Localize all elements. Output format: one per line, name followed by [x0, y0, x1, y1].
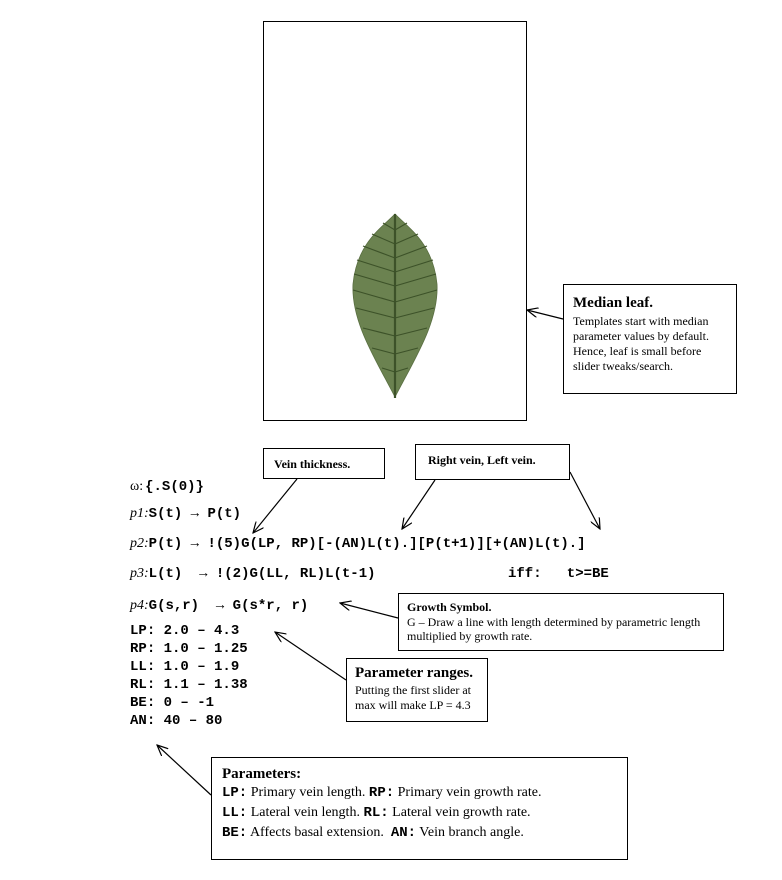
axiom-rule: ω:{.S(0)}	[130, 479, 204, 495]
lateral-vein	[353, 273, 396, 287]
legend-key-rp: RP:	[368, 785, 395, 801]
legend-key-rl: RL:	[363, 805, 389, 821]
legend-row: LL: Lateral vein length. RL: Lateral vei…	[222, 803, 619, 823]
lateral-vein	[394, 222, 408, 231]
production-p4: p4:G(s,r) → G(s*r, r)	[130, 598, 308, 614]
p3-condition: iff: t>=BE	[508, 566, 609, 582]
p2-label: p2:	[130, 536, 149, 551]
range-ll: LL: 1.0 – 1.9	[130, 659, 240, 675]
range-an-value: 40 – 80	[163, 713, 223, 729]
leaf-canvas	[263, 21, 527, 421]
range-rl: RL: 1.1 – 1.38	[130, 677, 248, 693]
p4-label: p4:	[130, 598, 149, 613]
arrow-right-vein	[402, 479, 436, 529]
lateral-vein	[394, 245, 428, 259]
arrow-median-leaf	[527, 310, 564, 320]
parameter-ranges-title: Parameter ranges.	[355, 665, 474, 681]
range-rl-value: 1.1 – 1.38	[163, 677, 248, 693]
production-p3: p3:L(t) → !(2)G(LL, RL)L(t-1)	[130, 566, 376, 582]
arrow-left-vein	[569, 471, 600, 529]
p3-label: p3:	[130, 566, 149, 581]
range-be-name: BE	[130, 695, 147, 711]
lateral-vein	[356, 259, 396, 273]
leaf-illustration	[352, 213, 438, 398]
legend-desc-rp: Primary vein growth rate.	[394, 785, 542, 800]
parameters-legend: Parameters: LP: Primary vein length. RP:…	[211, 757, 628, 860]
range-rp: RP: 1.0 – 1.25	[130, 641, 248, 657]
lateral-vein	[394, 367, 409, 373]
p2-code: P(t) → !(5)G(LP, RP)[-(AN)L(t).][P(t+1)]…	[148, 536, 586, 552]
lateral-vein	[394, 259, 434, 273]
range-be: BE: 0 – -1	[130, 695, 215, 711]
legend-title: Parameters:	[222, 766, 302, 782]
range-an-name: AN	[130, 713, 147, 729]
legend-key-an: AN:	[390, 825, 417, 841]
growth-symbol-note: Growth Symbol. G – Draw a line with leng…	[398, 593, 724, 651]
axiom-label: ω:	[130, 479, 144, 494]
lateral-vein	[362, 245, 396, 259]
growth-symbol-title: Growth Symbol.	[407, 600, 492, 614]
p3-condition-text: iff: t>=BE	[508, 566, 609, 582]
arrow-parameters-legend	[157, 745, 212, 796]
range-ll-name: LL	[130, 659, 147, 675]
parameter-ranges-note: Parameter ranges. Putting the first slid…	[346, 658, 488, 722]
lateral-vein	[381, 367, 396, 373]
range-ll-value: 1.0 – 1.9	[163, 659, 240, 675]
legend-row: BE: Affects basal extension. AN: Vein br…	[222, 823, 619, 843]
p4-code: G(s,r) → G(s*r, r)	[148, 598, 309, 614]
range-rl-name: RL	[130, 677, 147, 693]
arrow-vein-thickness	[253, 478, 298, 533]
right-left-vein-title: Right vein, Left vein.	[428, 453, 536, 467]
legend-desc-ll: Lateral vein length.	[247, 805, 364, 820]
production-p1: p1:S(t) → P(t)	[130, 506, 241, 522]
legend-key-ll: LL:	[222, 805, 248, 821]
lateral-vein	[394, 307, 435, 319]
lateral-vein	[394, 327, 428, 337]
legend-desc-rl: Lateral vein growth rate.	[388, 805, 531, 820]
vein-thickness-title: Vein thickness.	[274, 457, 351, 471]
vein-thickness-note: Vein thickness.	[263, 448, 385, 479]
legend-desc-an: Vein branch angle.	[416, 825, 524, 840]
range-lp-value: 2.0 – 4.3	[163, 623, 240, 639]
legend-desc-be: Affects basal extension.	[247, 825, 391, 840]
lateral-vein	[394, 347, 419, 355]
lateral-vein	[371, 233, 396, 245]
p3-code: L(t) → !(2)G(LL, RL)L(t-1)	[148, 566, 376, 582]
growth-symbol-body: G – Draw a line with length determined b…	[407, 615, 701, 643]
right-left-vein-note: Right vein, Left vein.	[415, 444, 570, 480]
production-p2: p2:P(t) → !(5)G(LP, RP)[-(AN)L(t).][P(t+…	[130, 536, 586, 552]
lateral-vein	[394, 289, 438, 303]
range-be-value: 0 – -1	[163, 695, 215, 711]
lateral-vein	[371, 347, 396, 355]
legend-key-be: BE:	[222, 825, 248, 841]
range-an: AN: 40 – 80	[130, 713, 223, 729]
arrow-growth-symbol	[340, 603, 399, 619]
range-rp-value: 1.0 – 1.25	[163, 641, 248, 657]
lateral-vein	[352, 289, 396, 303]
range-rp-name: RP	[130, 641, 147, 657]
p1-label: p1:	[130, 506, 149, 521]
range-lp-name: LP	[130, 623, 147, 639]
lateral-vein	[394, 233, 419, 245]
legend-row: LP: Primary vein length. RP: Primary vei…	[222, 783, 619, 803]
parameter-ranges-body: Putting the first slider at max will mak…	[355, 683, 471, 712]
lateral-vein	[394, 273, 437, 287]
median-leaf-body: Templates start with median parameter va…	[573, 314, 709, 373]
lateral-vein	[355, 307, 396, 319]
legend-desc-lp: Primary vein length.	[247, 785, 369, 800]
median-leaf-title: Median leaf.	[573, 295, 653, 311]
median-leaf-note: Median leaf. Templates start with median…	[563, 284, 737, 394]
arrow-parameter-ranges	[275, 632, 347, 681]
legend-key-lp: LP:	[222, 785, 248, 801]
lateral-vein	[362, 327, 396, 337]
range-lp: LP: 2.0 – 4.3	[130, 623, 240, 639]
axiom-code: {.S(0)}	[145, 479, 204, 495]
lateral-vein	[382, 222, 396, 231]
p1-code: S(t) → P(t)	[148, 506, 242, 522]
